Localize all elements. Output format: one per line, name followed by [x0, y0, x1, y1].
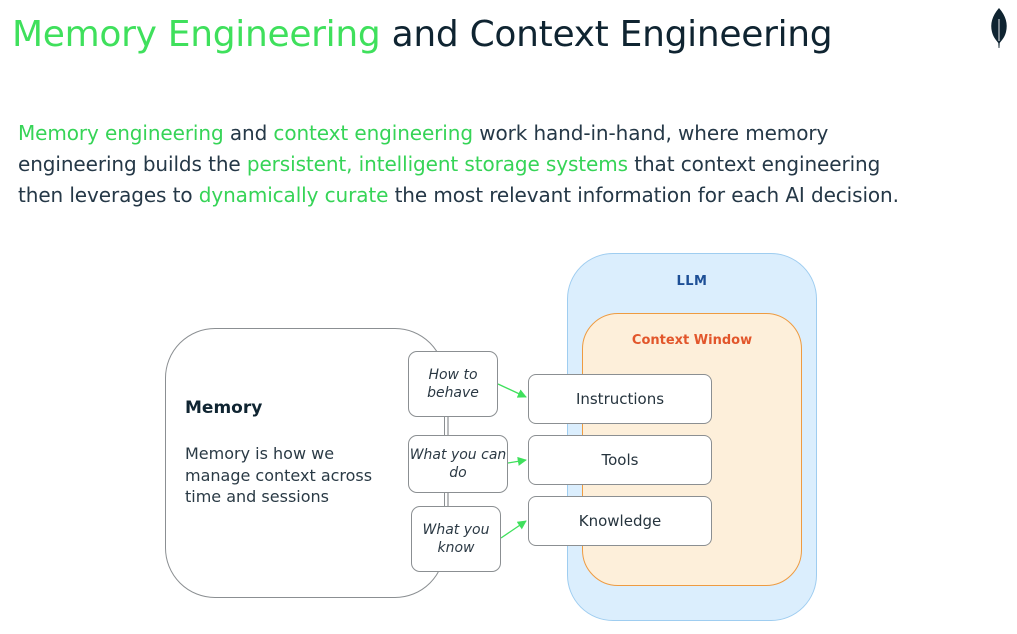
intro-highlight: persistent, intelligent storage systems	[246, 152, 628, 176]
slide-title: Memory Engineering and Context Engineeri…	[12, 12, 833, 58]
intro-highlight: context engineering	[273, 121, 473, 145]
arrow-behave-to-instructions	[497, 383, 527, 398]
memory-description: Memory is how we manage context across t…	[185, 444, 373, 506]
arrow-cando-to-tools	[507, 456, 527, 466]
memory-title: Memory	[185, 398, 263, 418]
memory-type-what-you-can-do: What you can do	[408, 435, 508, 493]
memory-type-what-you-know: What you know	[411, 506, 501, 572]
memory-type-how-to-behave: How to behave	[408, 351, 498, 417]
context-item-instructions: Instructions	[528, 374, 712, 424]
intro-text: the most relevant information for each A…	[388, 183, 899, 207]
intro-text: then leverages to	[18, 183, 199, 207]
intro-line-1: Memory engineering and context engineeri…	[18, 118, 1008, 149]
memory-box	[165, 328, 445, 598]
context-item-tools: Tools	[528, 435, 712, 485]
title-rest: and Context Engineering	[380, 14, 833, 55]
context-window-label: Context Window	[631, 333, 753, 348]
intro-paragraph: Memory engineering and context engineeri…	[18, 118, 1008, 211]
intro-highlight: dynamically curate	[198, 183, 389, 207]
intro-highlight: Memory engineering	[18, 121, 224, 145]
intro-text: that context engineering	[627, 152, 881, 176]
intro-line-2: engineering builds the persistent, intel…	[18, 149, 1008, 180]
title-highlight: Memory Engineering	[12, 14, 381, 55]
context-item-knowledge: Knowledge	[528, 496, 712, 546]
intro-text: and	[223, 121, 274, 145]
llm-label: LLM	[676, 274, 708, 289]
intro-text: engineering builds the	[18, 152, 247, 176]
intro-line-3: then leverages to dynamically curate the…	[18, 180, 1008, 211]
leaf-icon	[991, 8, 1007, 48]
arrow-know-to-knowledge	[500, 520, 527, 539]
intro-text: work hand-in-hand, where memory	[472, 121, 829, 145]
